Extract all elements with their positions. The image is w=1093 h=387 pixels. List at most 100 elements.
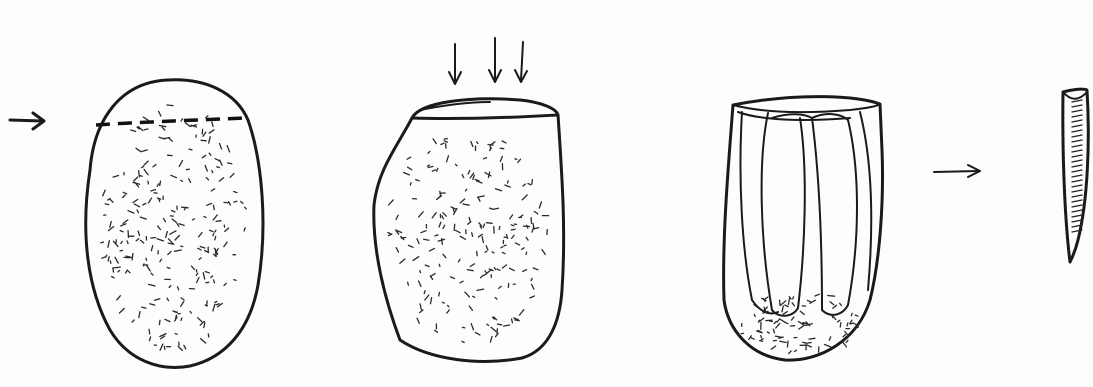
texture-speck	[131, 130, 136, 131]
texture-speck	[485, 251, 487, 252]
texture-speck	[424, 291, 425, 294]
texture-speck	[486, 223, 492, 224]
texture-speck	[148, 181, 149, 184]
texture-speck	[204, 217, 206, 218]
texture-speck	[438, 239, 444, 241]
texture-speck	[512, 319, 513, 323]
texture-speck	[213, 233, 214, 235]
texture-speck	[456, 164, 458, 166]
texture-speck	[205, 305, 207, 306]
core-panel	[374, 38, 564, 361]
texture-speck	[185, 123, 190, 126]
texture-speck	[113, 176, 118, 178]
texture-speck	[765, 297, 768, 299]
texture-speck	[807, 300, 810, 301]
texture-speck	[396, 215, 398, 219]
texture-speck	[178, 287, 179, 290]
texture-speck	[419, 212, 424, 217]
texture-speck	[458, 259, 460, 261]
texture-speck	[759, 320, 760, 322]
texture-speck	[409, 245, 414, 247]
hatch-line	[1072, 155, 1082, 157]
texture-speck	[151, 273, 153, 275]
texture-speck	[440, 191, 441, 195]
texture-speck	[777, 319, 779, 322]
texture-speck	[420, 304, 421, 310]
texture-speck	[197, 278, 199, 283]
texture-speck	[761, 336, 762, 338]
texture-speck	[192, 219, 194, 220]
texture-speck	[204, 323, 205, 328]
texture-speck	[138, 231, 139, 235]
texture-speck	[207, 203, 212, 205]
texture-speck	[462, 175, 464, 178]
texture-speck	[425, 295, 429, 300]
texture-speck	[219, 178, 223, 181]
texture-speck	[468, 171, 470, 175]
texture-speck	[213, 304, 215, 311]
texture-speck	[828, 296, 835, 297]
hatch-line	[1072, 105, 1082, 107]
texture-speck	[171, 175, 177, 177]
texture-speck	[815, 294, 819, 296]
nodule-outline	[86, 80, 263, 368]
texture-speck	[144, 161, 148, 165]
texture-speck	[234, 192, 237, 193]
texture-speck	[215, 230, 216, 232]
texture-speck	[220, 144, 222, 150]
texture-speck	[120, 231, 123, 232]
hatch-line	[1072, 100, 1082, 102]
texture-speck	[500, 156, 502, 161]
texture-speck	[754, 314, 755, 316]
texture-speck	[499, 286, 502, 288]
texture-speck	[482, 274, 486, 276]
texture-speck	[244, 228, 245, 231]
texture-speck	[526, 237, 528, 240]
texture-speck	[454, 224, 455, 230]
texture-speck	[487, 324, 489, 325]
texture-speck	[788, 341, 789, 347]
texture-speck	[833, 305, 837, 308]
texture-speck	[498, 324, 502, 325]
texture-speck	[172, 211, 175, 212]
texture-speck	[167, 105, 173, 106]
texture-speck	[389, 200, 394, 205]
texture-speck	[473, 175, 474, 179]
texture-speck	[477, 142, 478, 144]
texture-speck	[133, 182, 140, 184]
hatch-line	[1072, 170, 1082, 172]
texture-speck	[460, 281, 463, 283]
texture-speck	[774, 321, 776, 323]
texture-speck	[532, 180, 533, 185]
texture-speck	[215, 236, 216, 240]
texture-speck	[504, 245, 506, 246]
texture-speck	[486, 246, 488, 250]
hatch-line	[1072, 205, 1082, 207]
texture-speck	[421, 231, 426, 233]
hatch-line	[1072, 190, 1082, 192]
texture-speck	[442, 302, 444, 303]
texture-speck	[430, 248, 435, 251]
texture-speck	[159, 199, 160, 201]
texture-speck	[189, 179, 191, 183]
texture-speck	[181, 298, 184, 300]
blade-core-panel	[724, 97, 980, 361]
hatch-line	[1072, 115, 1082, 117]
texture-speck	[508, 181, 509, 183]
texture-speck	[803, 342, 806, 343]
texture-speck	[444, 141, 447, 142]
texture-speck	[782, 306, 783, 312]
hatch-line	[1072, 180, 1082, 182]
texture-speck	[120, 308, 125, 313]
texture-speck	[478, 197, 480, 201]
texture-speck	[121, 224, 126, 226]
texture-speck	[490, 208, 493, 209]
texture-speck	[136, 148, 141, 151]
texture-speck	[428, 151, 430, 153]
hatch-line	[1072, 210, 1082, 212]
texture-speck	[462, 341, 464, 342]
hatch-line	[1072, 215, 1082, 217]
texture-speck	[806, 343, 811, 344]
texture-speck	[475, 180, 479, 181]
texture-speck	[196, 273, 198, 275]
